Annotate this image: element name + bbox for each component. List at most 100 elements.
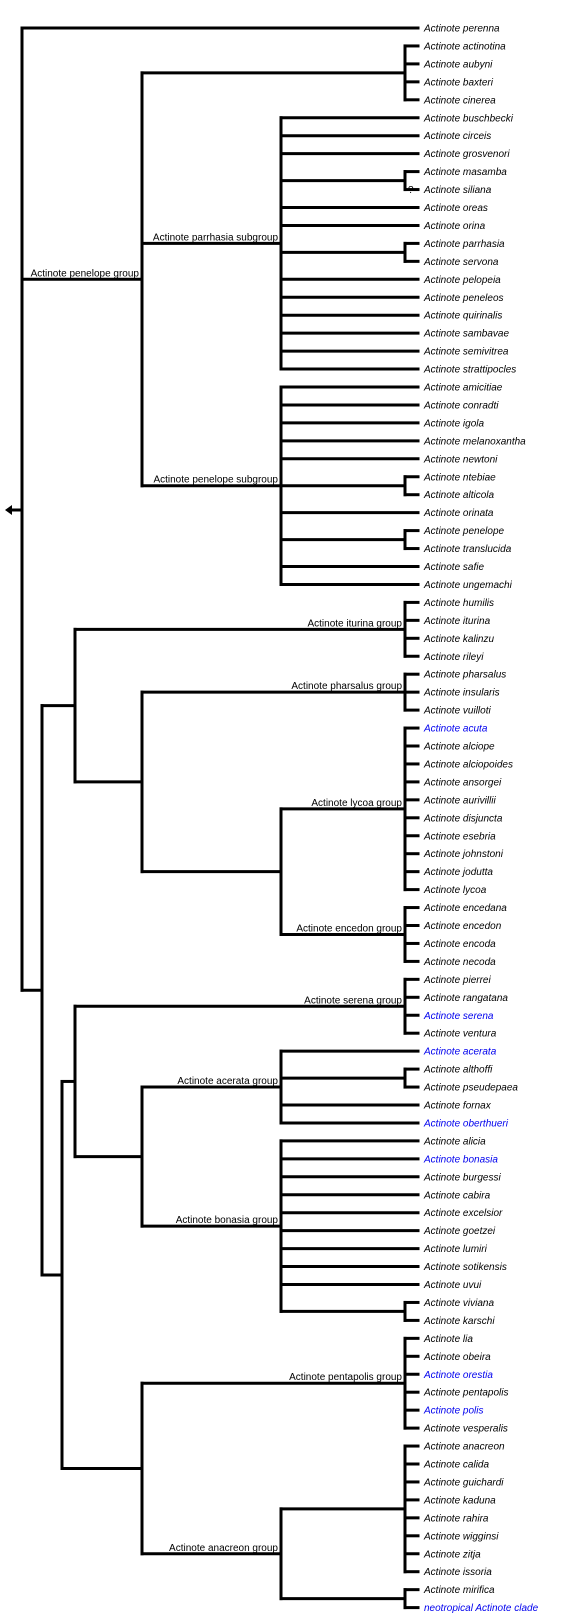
taxon-label-actinote-humilis: Actinote humilis <box>423 598 494 609</box>
left-arrow-icon <box>5 505 22 515</box>
taxon-label-actinote-orina: Actinote orina <box>423 221 486 232</box>
taxon-label-actinote-pelopeia: Actinote pelopeia <box>423 275 501 286</box>
taxon-label-actinote-pierrei: Actinote pierrei <box>423 975 491 986</box>
taxon-label-actinote-jodutta: Actinote jodutta <box>423 867 493 878</box>
taxon-label-actinote-newtoni: Actinote newtoni <box>423 454 498 465</box>
taxon-label-actinote-ntebiae: Actinote ntebiae <box>423 472 496 483</box>
taxon-label-actinote-disjuncta: Actinote disjuncta <box>423 813 503 824</box>
taxon-label-actinote-aubyni: Actinote aubyni <box>423 59 493 70</box>
taxon-label-actinote-acuta[interactable]: Actinote acuta <box>423 724 488 735</box>
taxon-label-actinote-burgessi: Actinote burgessi <box>423 1172 501 1183</box>
taxon-label-actinote-circeis: Actinote circeis <box>423 131 491 142</box>
taxon-label-actinote-penelope: Actinote penelope <box>423 526 505 537</box>
taxon-label-actinote-alticola: Actinote alticola <box>423 490 494 501</box>
taxon-label-actinote-alicia: Actinote alicia <box>423 1136 486 1147</box>
taxon-label-actinote-peneleos: Actinote peneleos <box>423 293 504 304</box>
taxon-label-actinote-uvui: Actinote uvui <box>423 1280 482 1291</box>
taxon-label-actinote-orestia[interactable]: Actinote orestia <box>423 1370 493 1381</box>
question-mark-icon: ? <box>408 185 414 196</box>
taxon-label-actinote-encoda: Actinote encoda <box>423 939 496 950</box>
group-label-actinote-parrhasia-subgroup: Actinote parrhasia subgroup <box>153 232 279 243</box>
taxon-label-actinote-aurivillii: Actinote aurivillii <box>423 795 496 806</box>
taxon-label-actinote-safie: Actinote safie <box>423 562 484 573</box>
taxon-label-actinote-sotikensis: Actinote sotikensis <box>423 1262 507 1273</box>
taxon-label-actinote-polis[interactable]: Actinote polis <box>423 1406 483 1417</box>
taxon-label-actinote-mirifica: Actinote mirifica <box>423 1585 495 1596</box>
taxon-label-actinote-vuilloti: Actinote vuilloti <box>423 706 491 717</box>
taxon-label-actinote-masamba: Actinote masamba <box>423 167 507 178</box>
taxon-label-actinote-esebria: Actinote esebria <box>423 831 496 842</box>
taxon-label-actinote-semivitrea: Actinote semivitrea <box>423 347 509 358</box>
taxon-label-actinote-translucida: Actinote translucida <box>423 544 512 555</box>
taxon-label-actinote-grosvenori: Actinote grosvenori <box>423 149 510 160</box>
taxon-label-actinote-vesperalis: Actinote vesperalis <box>423 1424 508 1435</box>
taxon-label-actinote-goetzei: Actinote goetzei <box>423 1226 496 1237</box>
taxon-label-actinote-pseudepaea: Actinote pseudepaea <box>423 1083 518 1094</box>
group-label-actinote-encedon-group: Actinote encedon group <box>296 923 402 934</box>
taxon-label-actinote-lumiri: Actinote lumiri <box>423 1244 488 1255</box>
taxon-label-actinote-buschbecki: Actinote buschbecki <box>423 113 514 124</box>
group-label-actinote-iturina-group: Actinote iturina group <box>307 618 402 629</box>
taxon-label-actinote-wigginsi: Actinote wigginsi <box>423 1531 499 1542</box>
taxon-label-actinote-baxteri: Actinote baxteri <box>423 77 494 88</box>
taxon-label-actinote-anacreon: Actinote anacreon <box>423 1442 505 1453</box>
taxon-label-actinote-oberthueri[interactable]: Actinote oberthueri <box>423 1118 509 1129</box>
taxon-label-actinote-ventura: Actinote ventura <box>423 1029 497 1040</box>
taxon-label-actinote-guichardi: Actinote guichardi <box>423 1477 504 1488</box>
group-label-actinote-penelope-subgroup: Actinote penelope subgroup <box>153 475 278 486</box>
group-label-actinote-acerata-group: Actinote acerata group <box>177 1076 278 1087</box>
taxon-label-actinote-necoda: Actinote necoda <box>423 957 496 968</box>
taxon-label-actinote-conradti: Actinote conradti <box>423 400 499 411</box>
group-label-actinote-pharsalus-group: Actinote pharsalus group <box>291 681 402 692</box>
taxon-label-actinote-obeira: Actinote obeira <box>423 1352 491 1363</box>
taxon-label-actinote-alciopoides: Actinote alciopoides <box>423 759 513 770</box>
taxon-label-actinote-cabira: Actinote cabira <box>423 1190 491 1201</box>
taxon-label-actinote-alciope: Actinote alciope <box>423 742 495 753</box>
taxon-label-actinote-issoria: Actinote issoria <box>423 1567 492 1578</box>
taxon-label-actinote-viviana: Actinote viviana <box>423 1298 494 1309</box>
taxon-label-actinote-pentapolis: Actinote pentapolis <box>423 1388 509 1399</box>
taxon-label-actinote-althoffi: Actinote althoffi <box>423 1065 493 1076</box>
taxon-label-actinote-quirinalis: Actinote quirinalis <box>423 311 502 322</box>
taxon-label-actinote-ansorgei: Actinote ansorgei <box>423 777 502 788</box>
group-label-actinote-serena-group: Actinote serena group <box>304 995 402 1006</box>
taxon-label-actinote-acerata[interactable]: Actinote acerata <box>423 1047 497 1058</box>
taxon-label-actinote-parrhasia: Actinote parrhasia <box>423 239 505 250</box>
taxon-label-actinote-actinotina: Actinote actinotina <box>423 41 506 52</box>
taxon-label-actinote-sambavae: Actinote sambavae <box>423 329 509 340</box>
taxon-label-actinote-johnstoni: Actinote johnstoni <box>423 849 504 860</box>
taxon-label-actinote-insularis: Actinote insularis <box>423 688 500 699</box>
group-label-actinote-penelope-group: Actinote penelope group <box>31 268 140 279</box>
taxon-label-actinote-kaduna: Actinote kaduna <box>423 1495 496 1506</box>
taxon-label-actinote-rileyi: Actinote rileyi <box>423 652 484 663</box>
taxon-label-actinote-pharsalus: Actinote pharsalus <box>423 670 506 681</box>
taxon-label-actinote-karschi: Actinote karschi <box>423 1316 495 1327</box>
taxon-label-neotropical-actinote-clade[interactable]: neotropical Actinote clade <box>424 1603 539 1614</box>
taxon-label-actinote-strattipocles: Actinote strattipocles <box>423 365 516 376</box>
taxon-label-actinote-bonasia[interactable]: Actinote bonasia <box>423 1154 498 1165</box>
taxon-label-actinote-amicitiae: Actinote amicitiae <box>423 383 503 394</box>
taxon-label-actinote-iturina: Actinote iturina <box>423 616 491 627</box>
taxon-label-actinote-cinerea: Actinote cinerea <box>423 95 496 106</box>
taxon-label-actinote-excelsior: Actinote excelsior <box>423 1208 503 1219</box>
taxon-label-actinote-encedana: Actinote encedana <box>423 903 507 914</box>
group-label-actinote-bonasia-group: Actinote bonasia group <box>176 1215 279 1226</box>
taxon-label-actinote-fornax: Actinote fornax <box>423 1101 492 1112</box>
taxon-label-actinote-ungemachi: Actinote ungemachi <box>423 580 513 591</box>
tree-branches <box>20 26 420 1610</box>
taxon-label-actinote-serena[interactable]: Actinote serena <box>423 1011 494 1022</box>
taxon-label-actinote-oreas: Actinote oreas <box>423 203 488 214</box>
taxon-label-actinote-siliana: Actinote siliana <box>423 185 492 196</box>
taxon-label-actinote-calida: Actinote calida <box>423 1460 489 1471</box>
group-label-actinote-pentapolis-group: Actinote pentapolis group <box>289 1372 402 1383</box>
taxon-label-actinote-perenna: Actinote perenna <box>423 24 500 35</box>
taxon-label-actinote-lycoa: Actinote lycoa <box>423 885 487 896</box>
taxon-label-actinote-rahira: Actinote rahira <box>423 1513 489 1524</box>
taxon-label-actinote-lia: Actinote lia <box>423 1334 473 1345</box>
taxon-label-actinote-orinata: Actinote orinata <box>423 508 494 519</box>
taxon-label-actinote-zitja: Actinote zitja <box>423 1549 481 1560</box>
taxon-label-actinote-igola: Actinote igola <box>423 418 484 429</box>
taxon-label-actinote-kalinzu: Actinote kalinzu <box>423 634 494 645</box>
